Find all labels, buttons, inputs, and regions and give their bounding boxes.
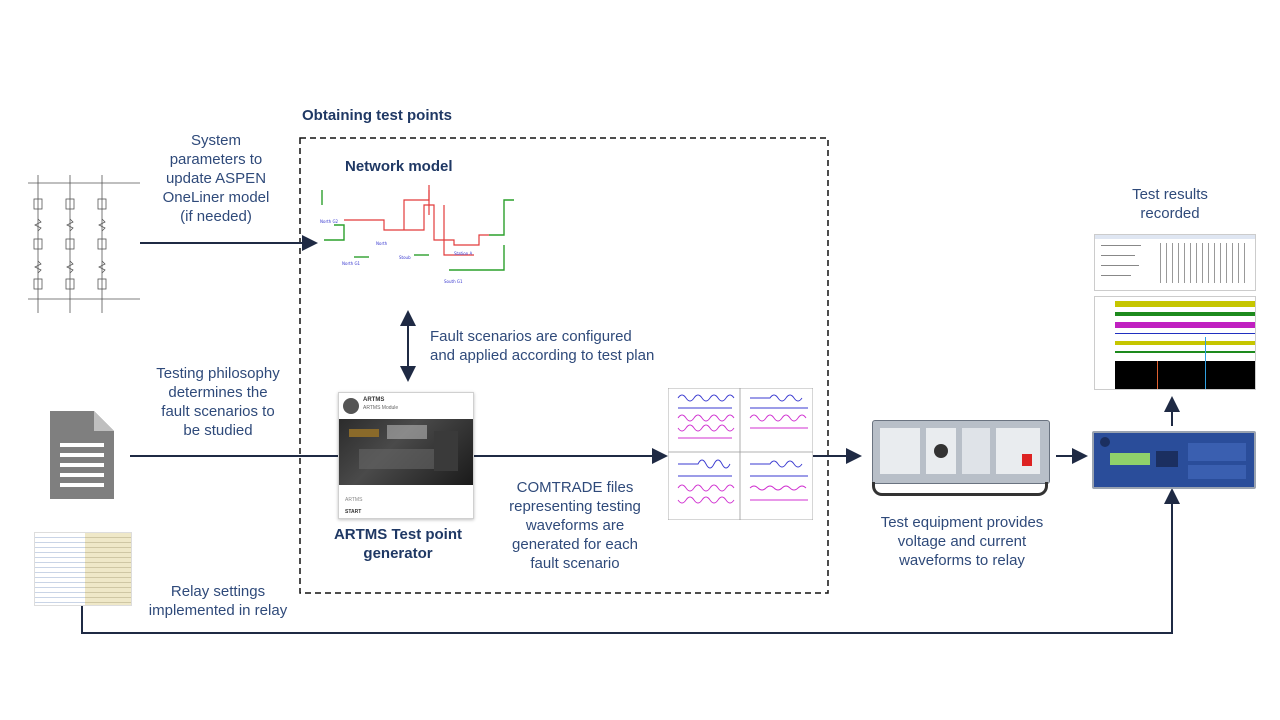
document-icon: [50, 411, 114, 499]
svg-text:Stoub: Stoub: [399, 255, 411, 260]
artms-logo-icon: [343, 398, 359, 414]
artms-module-card[interactable]: ARTMS ARTMS Module ARTMS START: [338, 392, 474, 519]
svg-text:North: North: [376, 241, 388, 246]
svg-text:South G1: South G1: [444, 279, 463, 284]
artms-subtitle: ARTMS Module: [363, 405, 399, 411]
test-results-table-image: [1094, 234, 1256, 291]
network-model-title: Network model: [345, 158, 453, 175]
arrow-settings-relay: [81, 488, 1180, 634]
artms-footer: ARTMS: [345, 497, 363, 503]
artms-photo: [339, 419, 473, 485]
test-results-waveform-image: [1094, 296, 1256, 390]
section-title: Obtaining test points: [302, 107, 452, 124]
relay-image: [1092, 431, 1256, 489]
relay-settings-image: [34, 532, 132, 606]
svg-text:North G2: North G2: [320, 219, 339, 224]
artms-start-button[interactable]: START: [345, 509, 362, 515]
comtrade-waveforms-image: [668, 388, 813, 520]
svg-text:Station A: Station A: [454, 251, 472, 256]
dashed-boundary: [299, 137, 829, 594]
artms-title: ARTMS: [363, 397, 385, 403]
test-equipment-image: [872, 420, 1050, 498]
svg-text:North G1: North G1: [342, 261, 361, 266]
one-line-schematic-image: [28, 175, 140, 313]
